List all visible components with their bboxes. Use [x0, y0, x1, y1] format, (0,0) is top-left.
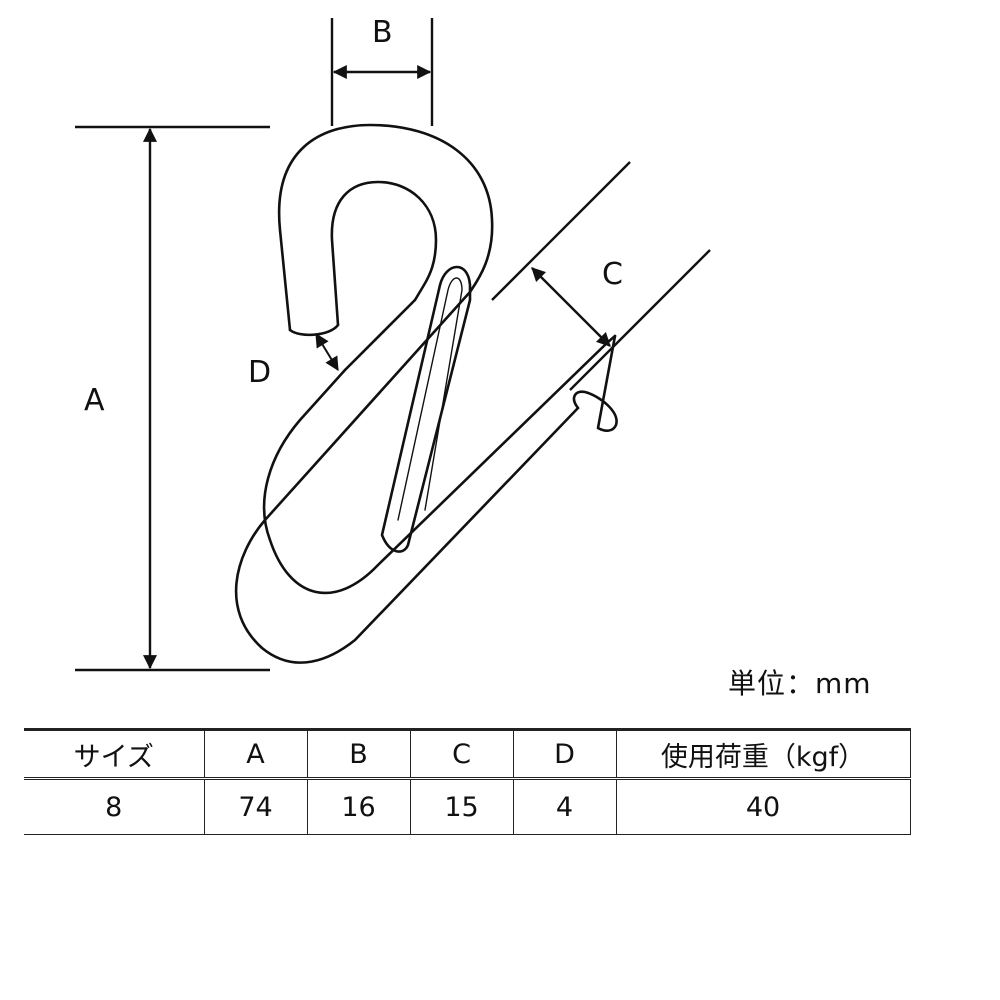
dim-c-arrow	[531, 267, 611, 347]
dimension-b	[330, 18, 434, 126]
hook-inner-contour	[330, 180, 438, 327]
dim-label-c: C	[602, 257, 623, 292]
dim-label-b: B	[372, 15, 393, 50]
cell-a: 74	[203, 778, 308, 835]
dimension-a	[75, 125, 270, 672]
dim-label-d: D	[248, 355, 271, 390]
cell-working-load: 40	[615, 778, 911, 835]
dim-d-arrow	[315, 333, 339, 371]
cell-size: 8	[24, 778, 205, 835]
header-d: D	[512, 728, 617, 780]
cell-b: 16	[306, 778, 411, 835]
tail-tip	[572, 334, 618, 432]
unit-label: 単位：mm	[728, 667, 872, 700]
dimension-c	[491, 161, 711, 391]
header-size: サイズ	[24, 728, 205, 780]
cell-c: 15	[409, 778, 514, 835]
dimension-d	[315, 333, 339, 371]
header-b: B	[306, 728, 411, 780]
spring-gate	[380, 265, 472, 553]
s-hook-outline	[234, 123, 618, 664]
spec-table: サイズ A B C D 使用荷重（kgf） 8 74 16 15 4 40	[24, 728, 911, 835]
header-a: A	[203, 728, 308, 780]
cell-d: 4	[512, 778, 617, 835]
s-hook-dimension-diagram: A B C D	[75, 15, 711, 672]
dim-c-upper-extension	[491, 161, 631, 301]
header-working-load: 使用荷重（kgf）	[615, 728, 911, 780]
spring-gate-inner	[397, 277, 463, 521]
header-c: C	[409, 728, 514, 780]
table-row: 8 74 16 15 4 40	[24, 778, 911, 835]
hook-neck	[343, 298, 417, 372]
dim-label-a: A	[84, 383, 105, 418]
dim-c-lower-extension	[569, 249, 711, 391]
hook-tip	[288, 323, 340, 337]
hook-outer-contour	[234, 123, 580, 664]
table-header-row: サイズ A B C D 使用荷重（kgf）	[24, 728, 911, 780]
loop-inner-contour	[262, 334, 617, 595]
